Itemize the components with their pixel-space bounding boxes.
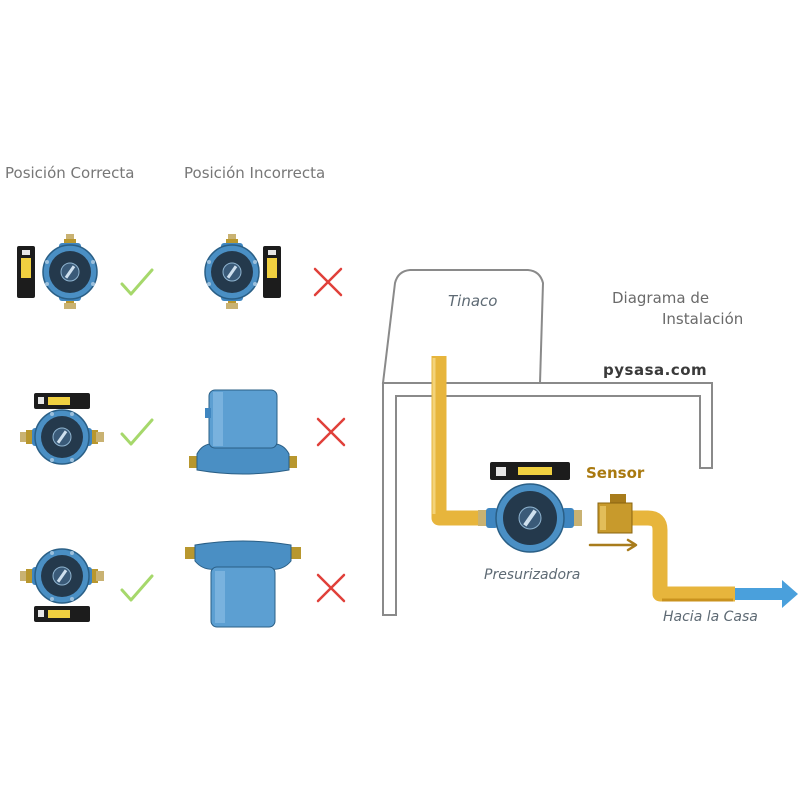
outlet-label: Hacia la Casa xyxy=(663,609,758,625)
pump-label: Presurizadora xyxy=(484,567,581,583)
installed-pump xyxy=(478,462,582,553)
pump-incorrect-3 xyxy=(185,540,301,628)
cross-icon xyxy=(313,267,343,297)
correct-position-header: Posición Correcta xyxy=(5,164,135,182)
pump-correct-1 xyxy=(17,233,98,310)
check-icon xyxy=(120,268,154,296)
pump-correct-3 xyxy=(19,548,105,622)
flow-sensor xyxy=(597,494,633,534)
water-pipe xyxy=(431,356,735,602)
incorrect-position-header: Posición Incorrecta xyxy=(184,164,326,182)
website-label: pysasa.com xyxy=(603,361,708,379)
check-icon xyxy=(120,418,154,446)
outlet-arrow xyxy=(735,580,798,608)
sensor-label: Sensor xyxy=(586,464,645,482)
pump-incorrect-2 xyxy=(189,389,297,475)
example-row-2 xyxy=(19,389,346,475)
example-row-1 xyxy=(17,233,343,310)
building-structure xyxy=(382,382,713,616)
cross-icon xyxy=(316,417,346,447)
diagram-title-line1: Diagrama de xyxy=(612,289,710,307)
pump-incorrect-1 xyxy=(204,233,281,310)
pump-correct-2 xyxy=(19,393,105,465)
cross-icon xyxy=(316,573,346,603)
diagram-title-line2: Instalación xyxy=(662,310,744,328)
flow-direction-arrow xyxy=(588,538,638,552)
check-icon xyxy=(120,574,154,602)
example-row-3 xyxy=(19,540,346,628)
tank-label: Tinaco xyxy=(448,292,498,310)
diagram-title: Diagrama de Instalación xyxy=(612,288,743,330)
tinaco-tank xyxy=(381,269,545,384)
